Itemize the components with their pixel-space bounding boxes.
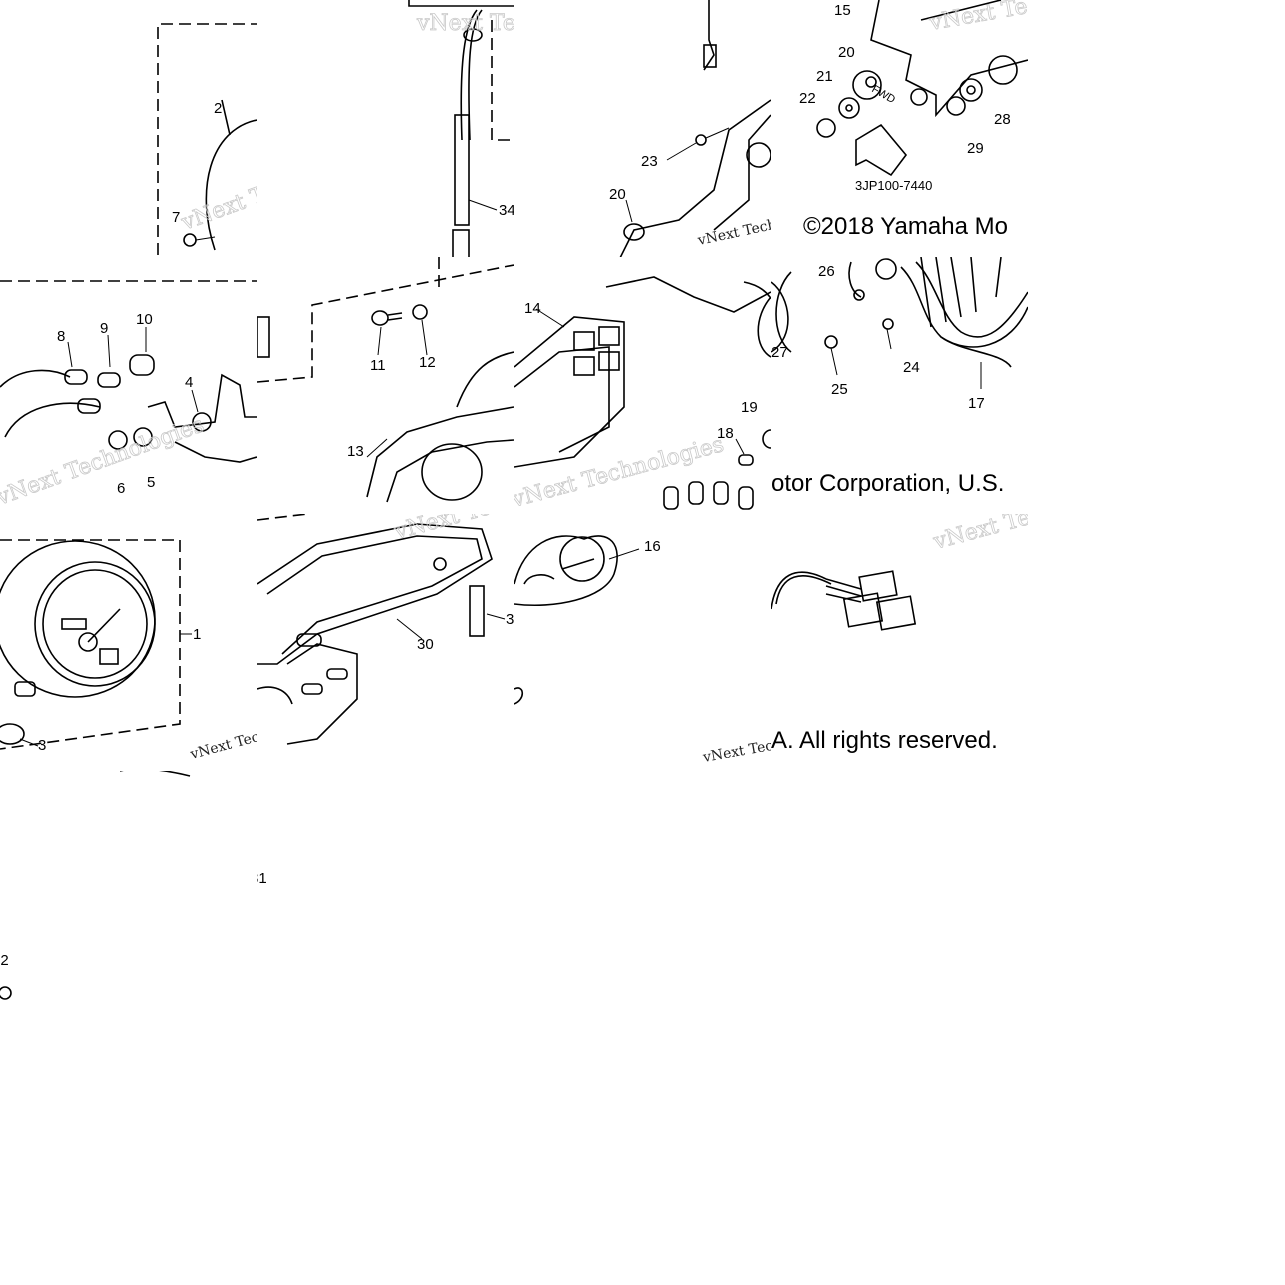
tile-tachometer: 1 3 vNext Technologies (0, 514, 257, 771)
connector-drawing: vNext Technologies (771, 514, 1028, 631)
part-label-3: 3 (38, 737, 46, 754)
reference-code: 3JP100-7440 (855, 178, 932, 193)
meter-back-drawing: 14 18 19 vNext Technologies (514, 276, 771, 513)
tile-remnant-mid: 31 (257, 771, 514, 1028)
part-label-15: 15 (834, 2, 851, 19)
part-label-26: 26 (818, 263, 835, 280)
part-label-32-edge: 32 (0, 952, 9, 969)
fwd-arrow-label: FWD (870, 83, 898, 106)
part-label-34: 34 (499, 202, 514, 219)
part-label-24: 24 (903, 359, 920, 376)
part-label-9: 9 (100, 320, 108, 337)
part-label-23: 23 (641, 153, 658, 170)
tile-bezel: 30 31 32 vNext Technologies (257, 514, 514, 771)
copyright-line-3: A. All rights reserved. (771, 727, 998, 754)
watermark-text: vNext Technologies (391, 514, 514, 545)
tile-speedo-cable: 34 vNext Technologies (257, 0, 514, 257)
part-label-21: 21 (816, 68, 833, 85)
gauge-cover-drawing: 2 7 vNext Technologies (157, 23, 257, 255)
watermark-text: vNext Technologies (416, 11, 514, 36)
tile-meter-housing: 23 20 vNext Technologies (514, 0, 771, 257)
watermark-text: vNext Technologies (188, 711, 257, 763)
tile-meter-back: 14 18 19 vNext Technologies (514, 257, 771, 514)
watermark-text: vNext Technologies (514, 432, 727, 513)
part-label-12: 12 (419, 354, 436, 371)
part-label-5: 5 (147, 474, 155, 491)
remnant-drawing-mid: 31 (257, 870, 267, 887)
part-label-10: 10 (136, 311, 153, 328)
part-label-7: 7 (172, 209, 180, 226)
watermark-text: vNext Technologies (930, 514, 1028, 555)
part-label-2: 2 (214, 100, 222, 117)
part-label-18: 18 (717, 425, 734, 442)
part-label-22: 22 (799, 90, 816, 107)
part-label-1: 1 (193, 626, 201, 643)
part-label-31: 31 (506, 611, 514, 628)
part-label-16: 16 (644, 538, 661, 555)
tile-gauge-cover: 2 7 vNext Technologies (0, 0, 257, 257)
copyright-line-1: ©2018 Yamaha Mo (803, 213, 1008, 240)
remnant-drawing-left: 32 (0, 771, 191, 1000)
tachometer-drawing: 1 3 vNext Technologies (0, 539, 257, 763)
tile-meter-case: 11 12 13 (257, 257, 514, 514)
tile-remnant-left: 32 (0, 771, 257, 1028)
tile-bulbs-bracket: 8 9 10 4 6 5 vNext Technologies (0, 257, 257, 514)
part-label-6: 6 (117, 480, 125, 497)
part-label-11: 11 (370, 357, 386, 374)
part-label-31-edge: 31 (257, 870, 267, 887)
bulbs-drawing: 8 9 10 4 6 5 vNext Technologies (0, 280, 257, 511)
part-label-30: 30 (417, 636, 434, 653)
meter-face-drawing: 16 vNext Technologies (514, 535, 771, 766)
part-label-4: 4 (185, 374, 193, 391)
meter-housing-drawing: 23 20 vNext Technologies (609, 0, 771, 257)
bezel-drawing: 30 31 32 vNext Technologies (257, 514, 514, 745)
part-label-20: 20 (609, 186, 626, 203)
tile-wire-harness: 26 27 24 25 17 otor Corporation, U.S. (771, 257, 1028, 514)
wire-harness-drawing: 26 27 24 25 17 (771, 257, 1028, 412)
watermark-text: vNext Technologies (701, 726, 771, 766)
part-label-27: 27 (771, 344, 788, 361)
watermark-text: vNext Technologies (696, 204, 771, 249)
part-label-29: 29 (967, 140, 984, 157)
tile-connector: vNext Technologies A. All rights reserve… (771, 514, 1028, 771)
part-label-8: 8 (57, 328, 65, 345)
copyright-line-2: otor Corporation, U.S. (771, 470, 1005, 497)
part-label-20b: 20 (838, 44, 855, 61)
watermark-text: vNext Technologies (0, 412, 207, 511)
meter-case-drawing: 11 12 13 (257, 257, 514, 503)
bracket-drawing: 15 20 21 22 28 29 FWD 3JP100-7440 vNext … (799, 0, 1028, 193)
part-label-25: 25 (831, 381, 848, 398)
watermark-text: vNext Technologies (927, 0, 1028, 36)
tile-bracket-grommets: 15 20 21 22 28 29 FWD 3JP100-7440 vNext … (771, 0, 1028, 257)
part-label-14: 14 (524, 300, 541, 317)
speedometer-cable-drawing: 34 vNext Technologies (408, 0, 514, 257)
part-label-13: 13 (347, 443, 364, 460)
part-label-17: 17 (968, 395, 985, 412)
part-label-19: 19 (741, 399, 758, 416)
part-label-28: 28 (994, 111, 1011, 128)
tile-meter-face: 16 vNext Technologies (514, 514, 771, 771)
